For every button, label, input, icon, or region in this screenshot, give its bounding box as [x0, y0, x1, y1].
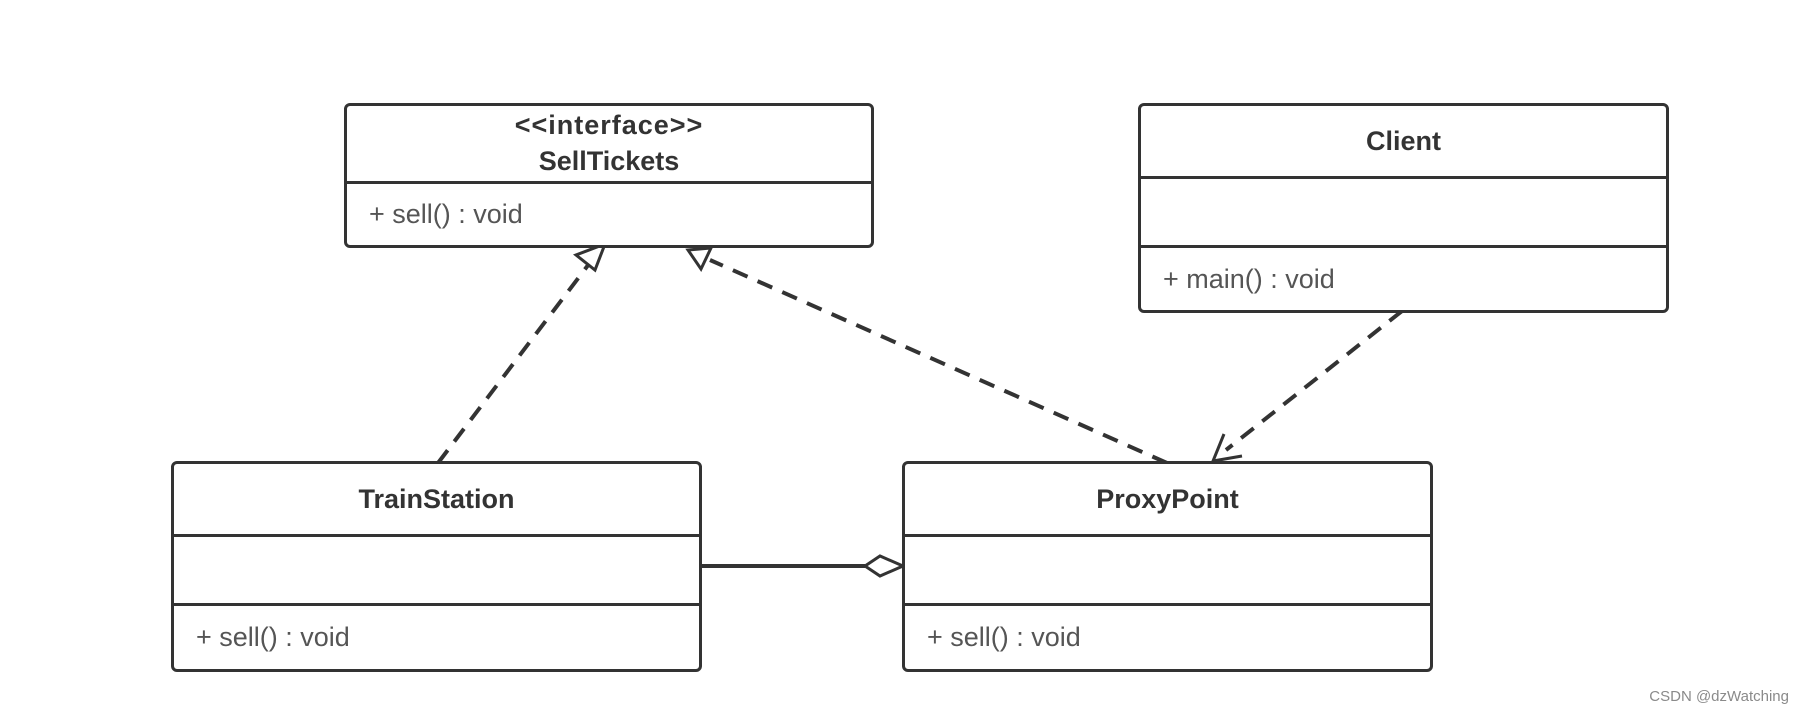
operations-compartment: + sell() : void [905, 603, 1430, 669]
attributes-compartment [174, 534, 699, 603]
class-client[interactable]: Client + main() : void [1138, 103, 1669, 313]
class-name: ProxyPoint [1096, 484, 1239, 514]
class-name: TrainStation [358, 484, 515, 514]
class-header: <<interface>> SellTickets [347, 106, 871, 181]
operation: + sell() : void [927, 622, 1081, 652]
operation: + sell() : void [196, 622, 350, 652]
operation: + main() : void [1163, 263, 1335, 294]
realization-trainstation-selltickets [436, 241, 608, 465]
attributes-compartment [1141, 176, 1666, 245]
aggregation-proxypoint-trainstation [701, 554, 907, 578]
class-name: Client [1365, 126, 1441, 156]
operations-compartment: + main() : void [1141, 245, 1666, 310]
attributes-compartment [905, 534, 1430, 603]
dependency-client-proxypoint [1210, 309, 1404, 463]
operations-compartment: + sell() : void [174, 603, 699, 669]
aggregation-diamond [862, 554, 907, 578]
class-header: TrainStation [174, 464, 699, 534]
class-header: Client [1141, 106, 1666, 176]
realization-arrowhead [572, 241, 608, 273]
class-name: SellTickets [538, 146, 680, 176]
class-proxypoint[interactable]: ProxyPoint + sell() : void [902, 461, 1433, 672]
operations-compartment: + sell() : void [347, 181, 871, 245]
operation: + sell() : void [369, 199, 523, 229]
class-selltickets[interactable]: <<interface>> SellTickets + sell() : voi… [344, 103, 874, 248]
class-stereotype: <<interface>> [514, 110, 704, 140]
class-header: ProxyPoint [905, 464, 1430, 534]
watermark: CSDN @dzWatching [1649, 688, 1789, 705]
class-trainstation[interactable]: TrainStation + sell() : void [171, 461, 702, 672]
realization-arrowhead [685, 246, 714, 272]
realization-proxypoint-selltickets [685, 246, 1168, 465]
